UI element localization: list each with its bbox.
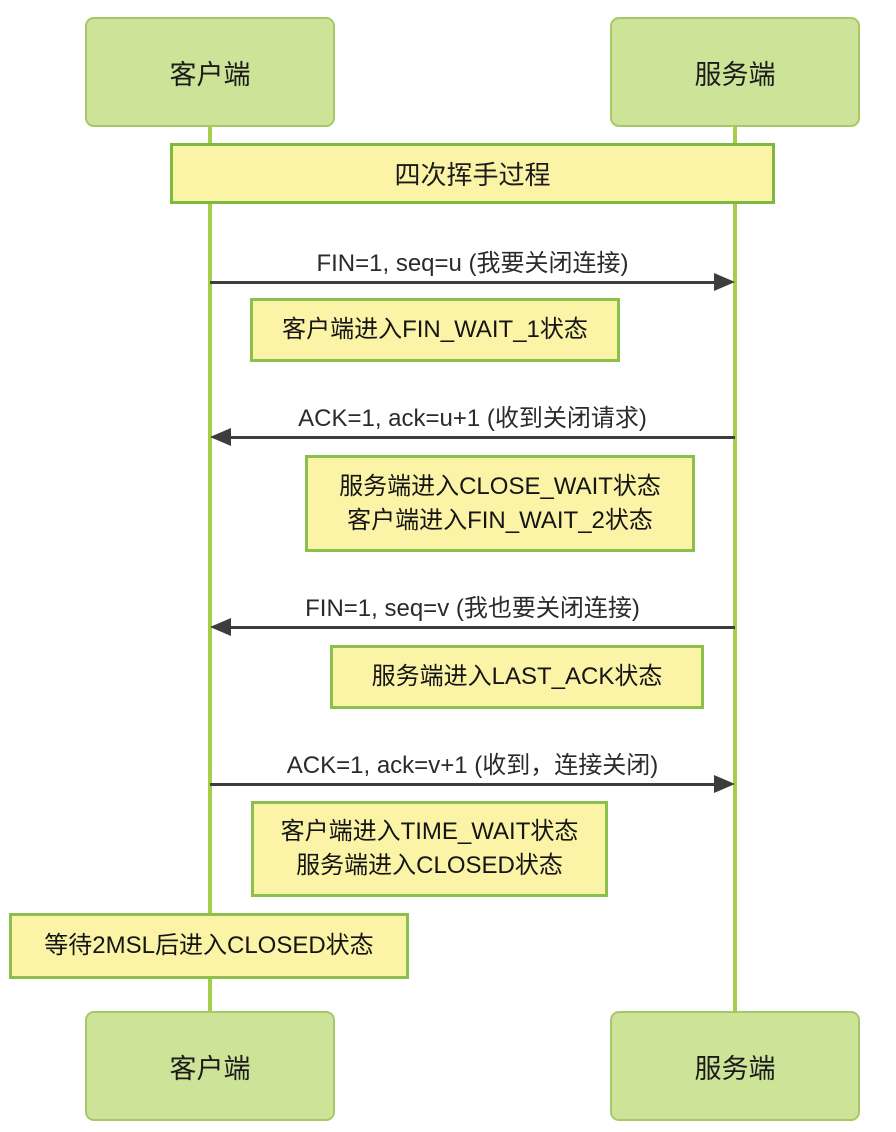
- note-line: 客户端进入FIN_WAIT_2状态: [347, 506, 653, 534]
- arrowhead-left-icon: [210, 428, 231, 446]
- diagram-title: 四次挥手过程: [394, 160, 551, 190]
- note-line: 客户端进入TIME_WAIT状态: [280, 818, 579, 845]
- note-close-wait-fin-wait-2: 服务端进入CLOSE_WAIT状态 客户端进入FIN_WAIT_2状态: [305, 455, 695, 552]
- actor-server-bottom-label: 服务端: [694, 1053, 776, 1084]
- actor-client-bottom-label: 客户端: [169, 1053, 251, 1084]
- note-line: 等待2MSL后进入CLOSED状态: [44, 932, 374, 959]
- message-1-arrow-line: [210, 281, 715, 284]
- arrowhead-right-icon: [714, 775, 735, 793]
- actor-client-top: 客户端: [85, 17, 335, 127]
- note-line: 客户端进入FIN_WAIT_1状态: [282, 316, 588, 343]
- message-1-label: FIN=1, seq=u (我要关闭连接): [316, 250, 629, 277]
- actor-server-top-label: 服务端: [694, 59, 776, 90]
- message-3-arrow-line: [230, 626, 735, 629]
- diagram-title-banner: 四次挥手过程: [170, 143, 775, 204]
- lifeline-server: [733, 124, 737, 1011]
- note-fin-wait-1: 客户端进入FIN_WAIT_1状态: [250, 298, 620, 362]
- message-2-label: ACK=1, ack=u+1 (收到关闭请求): [298, 405, 647, 432]
- note-time-wait-closed: 客户端进入TIME_WAIT状态 服务端进入CLOSED状态: [251, 801, 608, 897]
- actor-server-bottom: 服务端: [610, 1011, 860, 1121]
- arrowhead-right-icon: [714, 273, 735, 291]
- note-line: 服务端进入CLOSED状态: [296, 852, 563, 879]
- note-line: 服务端进入CLOSE_WAIT状态: [339, 472, 661, 500]
- message-2-arrow-line: [230, 436, 735, 439]
- actor-client-top-label: 客户端: [169, 59, 251, 90]
- message-4-arrow-line: [210, 783, 715, 786]
- note-last-ack: 服务端进入LAST_ACK状态: [330, 645, 704, 709]
- message-3-label: FIN=1, seq=v (我也要关闭连接): [305, 595, 640, 622]
- lifeline-client: [208, 124, 212, 1011]
- arrowhead-left-icon: [210, 618, 231, 636]
- note-line: 服务端进入LAST_ACK状态: [371, 663, 663, 690]
- actor-client-bottom: 客户端: [85, 1011, 335, 1121]
- actor-server-top: 服务端: [610, 17, 860, 127]
- note-2msl-closed: 等待2MSL后进入CLOSED状态: [9, 913, 409, 979]
- message-4-label: ACK=1, ack=v+1 (收到，连接关闭): [286, 752, 659, 779]
